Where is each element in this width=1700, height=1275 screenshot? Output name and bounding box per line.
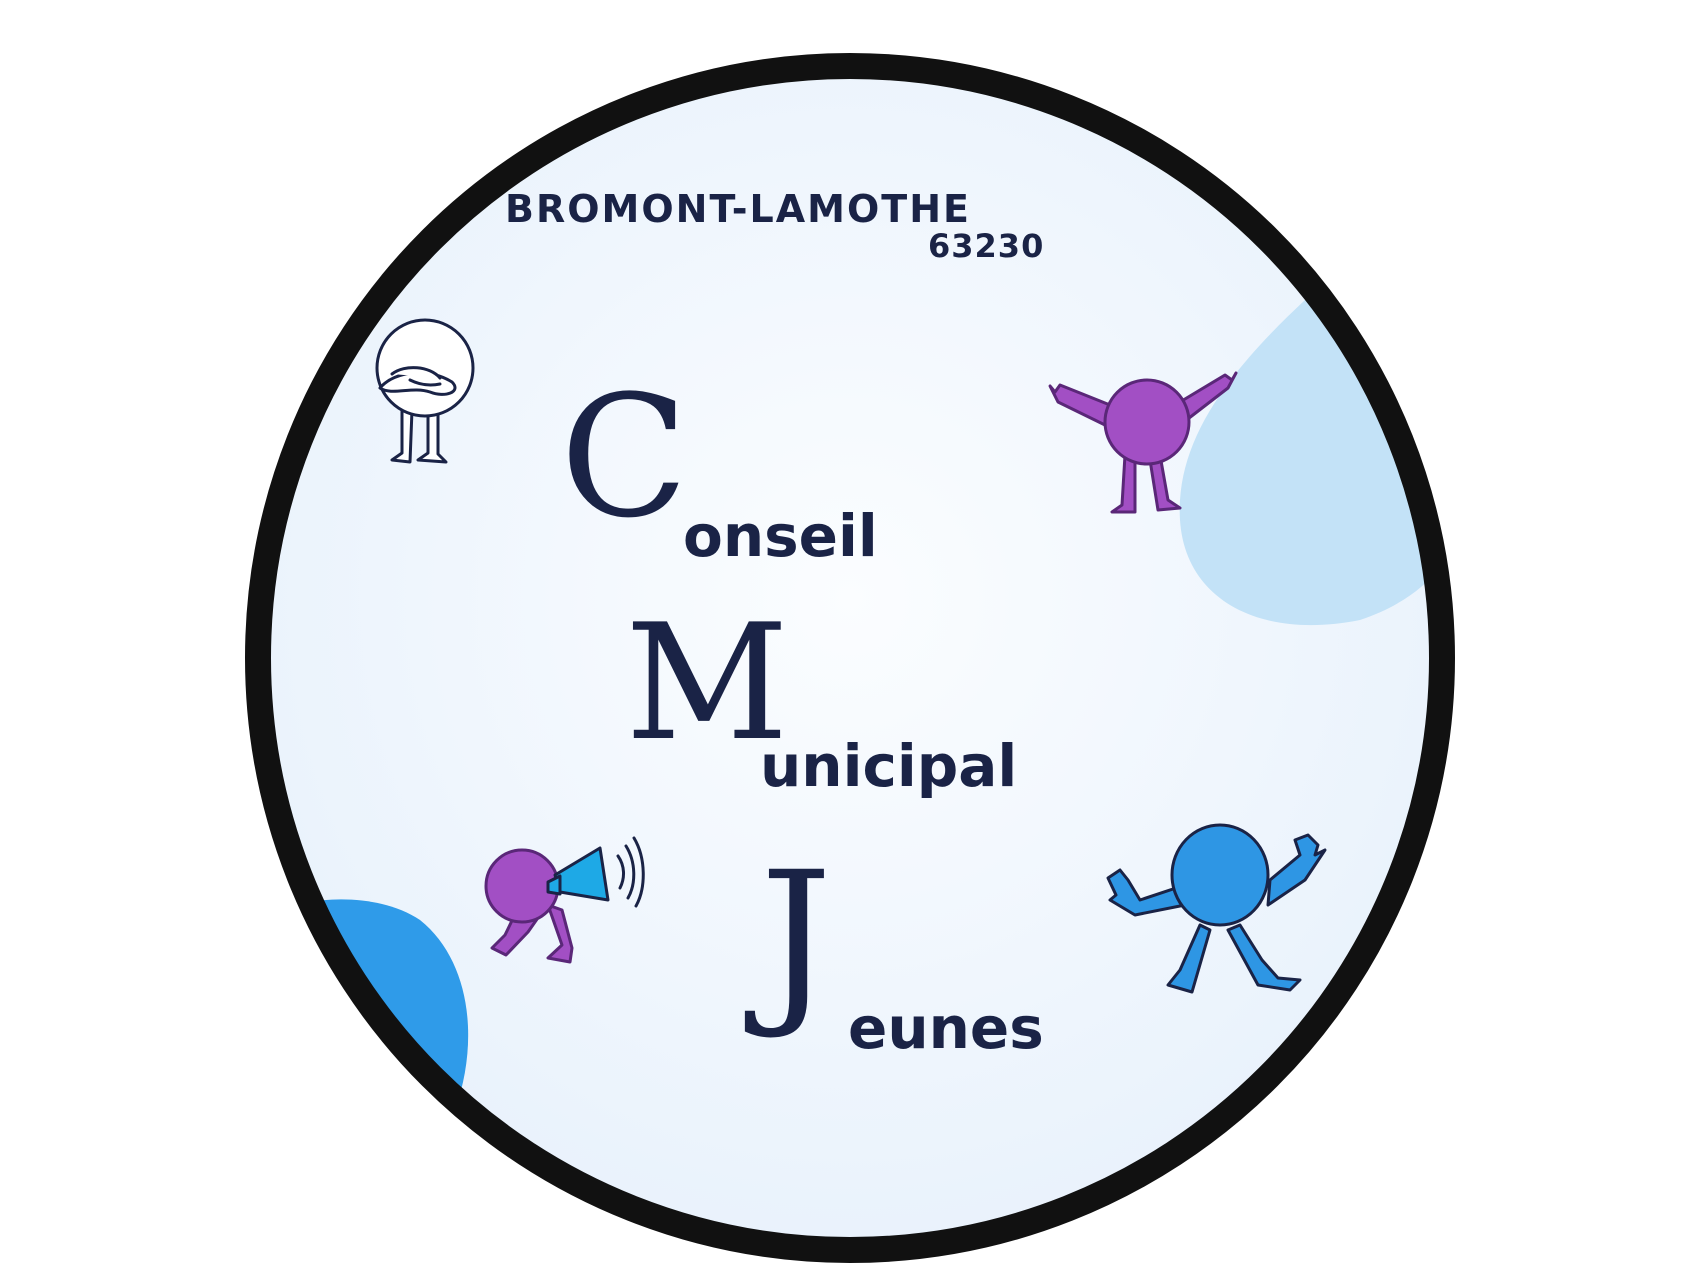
thinking-character-icon [375,318,475,464]
initial-c: C [560,359,689,555]
cheering-character-icon [1048,371,1238,514]
town-name: BROMONT-LAMOTHE [505,187,971,231]
badge-border [245,53,1455,1263]
initial-m: M [625,589,789,776]
word-municipal: unicipal [760,732,1017,800]
word-conseil: onseil [683,502,878,570]
megaphone-character-icon [484,836,645,964]
word-jeunes: eunes [848,994,1044,1062]
waving-character-icon [1106,823,1327,994]
postal-code: 63230 [928,227,1044,265]
